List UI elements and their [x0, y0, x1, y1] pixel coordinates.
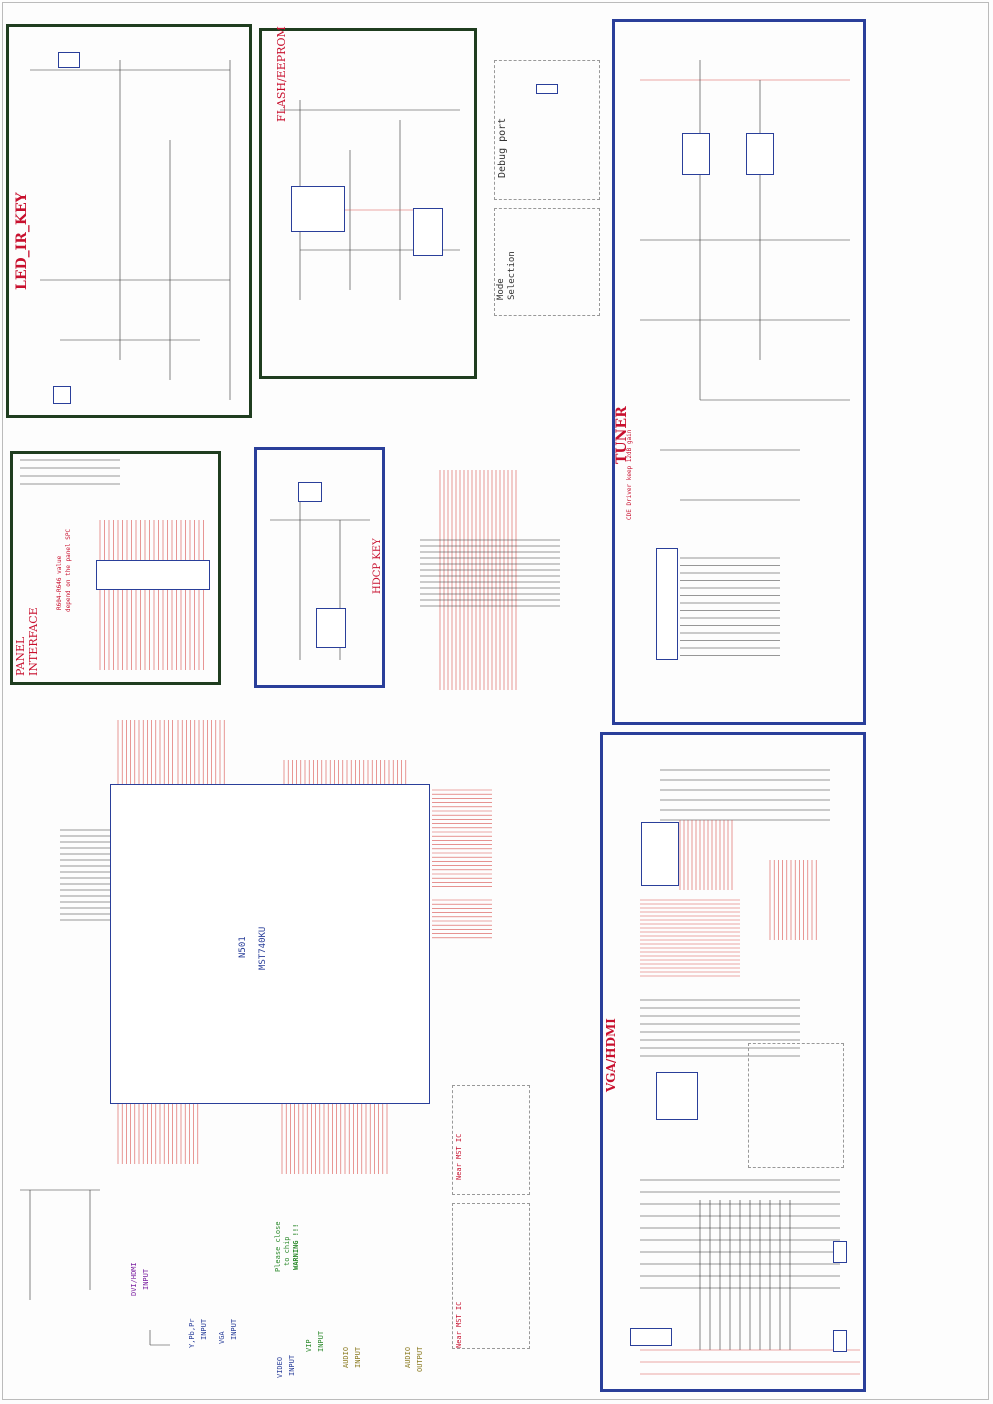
main-chip-part: MST740KU	[258, 926, 268, 970]
panel-title-line1: PANEL	[14, 636, 27, 676]
hdmi-sub-frame	[748, 1043, 844, 1168]
ypbpr-sub: INPUT	[200, 1318, 208, 1340]
hdmi-receiver-chip	[656, 1072, 698, 1120]
vga-hdmi-title: VGA/HDMI	[604, 1018, 618, 1092]
to-chip-note: to chip	[283, 1236, 291, 1266]
tuner-can	[656, 548, 678, 660]
audio-output-label: AUDIO	[404, 1346, 412, 1368]
panel-interface-frame	[10, 451, 221, 685]
main-chip-body	[110, 784, 430, 1104]
hdcp-key-title: HDCP KEY	[372, 538, 383, 594]
vga-input-sub: INPUT	[230, 1318, 238, 1340]
audio-input-label: AUDIO	[342, 1346, 350, 1368]
tuner-frame	[612, 19, 866, 725]
main-chip-ref: N501	[238, 936, 248, 958]
panel-note-1: R604-R646 value	[56, 555, 63, 610]
mode-selection-title-1: Mode	[496, 278, 506, 300]
debug-header	[536, 84, 558, 94]
hdcp-key-frame	[254, 447, 385, 688]
debug-port-title: Debug port	[497, 117, 508, 178]
dvi-hdmi-sub: INPUT	[142, 1268, 150, 1290]
vga-buffer-chip-2	[833, 1330, 847, 1352]
near-mst-frame-2	[452, 1203, 530, 1349]
hdmi-switch-chip	[641, 822, 679, 886]
vip-input-sub: INPUT	[317, 1330, 325, 1352]
saw-filter-1	[682, 133, 710, 175]
hdcp-connector	[298, 482, 322, 502]
flash-eeprom-title: FLASH/EEPROM	[275, 26, 288, 122]
video-input-sub: INPUT	[288, 1354, 296, 1376]
vip-input-label: VIP	[305, 1339, 313, 1352]
mode-selection-title-2: Selection	[507, 251, 517, 300]
ypbpr-label: Y,Pb,Pr	[188, 1318, 196, 1348]
near-mst-note-2: Near MST IC	[455, 1301, 463, 1348]
near-mst-note-1: Near MST IC	[455, 1133, 463, 1180]
mode-selection-frame	[494, 208, 600, 316]
vga-hdmi-frame	[600, 732, 866, 1392]
led-ir-key-title: LED_IR_KEY	[14, 192, 30, 290]
led-header	[58, 52, 80, 68]
panel-connector	[96, 560, 210, 590]
warning-note: WARNING !!!	[292, 1223, 300, 1270]
vga-input-label: VGA	[218, 1331, 226, 1344]
flash-chip	[291, 186, 345, 232]
led-ir-key-frame	[6, 24, 252, 418]
please-close-note: Please close	[274, 1221, 282, 1272]
audio-output-sub: OUTPUT	[416, 1346, 424, 1372]
audio-input-sub: INPUT	[354, 1346, 362, 1368]
eeprom-chip	[413, 208, 443, 256]
flash-eeprom-frame	[259, 28, 477, 379]
panel-note-2: depend on the panel SPC	[65, 528, 72, 612]
tuner-driver-note: CDE Driver keep 12dB gain	[626, 429, 633, 520]
debug-port-frame	[494, 60, 600, 200]
dvi-hdmi-label: DVI/HDMI	[130, 1262, 138, 1296]
panel-title-line2: INTERFACE	[27, 607, 40, 676]
vga-buffer-chip	[833, 1241, 847, 1263]
vga-connector	[630, 1328, 672, 1346]
video-input-label: VIDEO	[276, 1356, 284, 1378]
saw-filter-2	[746, 133, 774, 175]
hdcp-chip	[316, 608, 346, 648]
ir-receiver	[53, 386, 71, 404]
near-mst-frame-1	[452, 1085, 530, 1195]
